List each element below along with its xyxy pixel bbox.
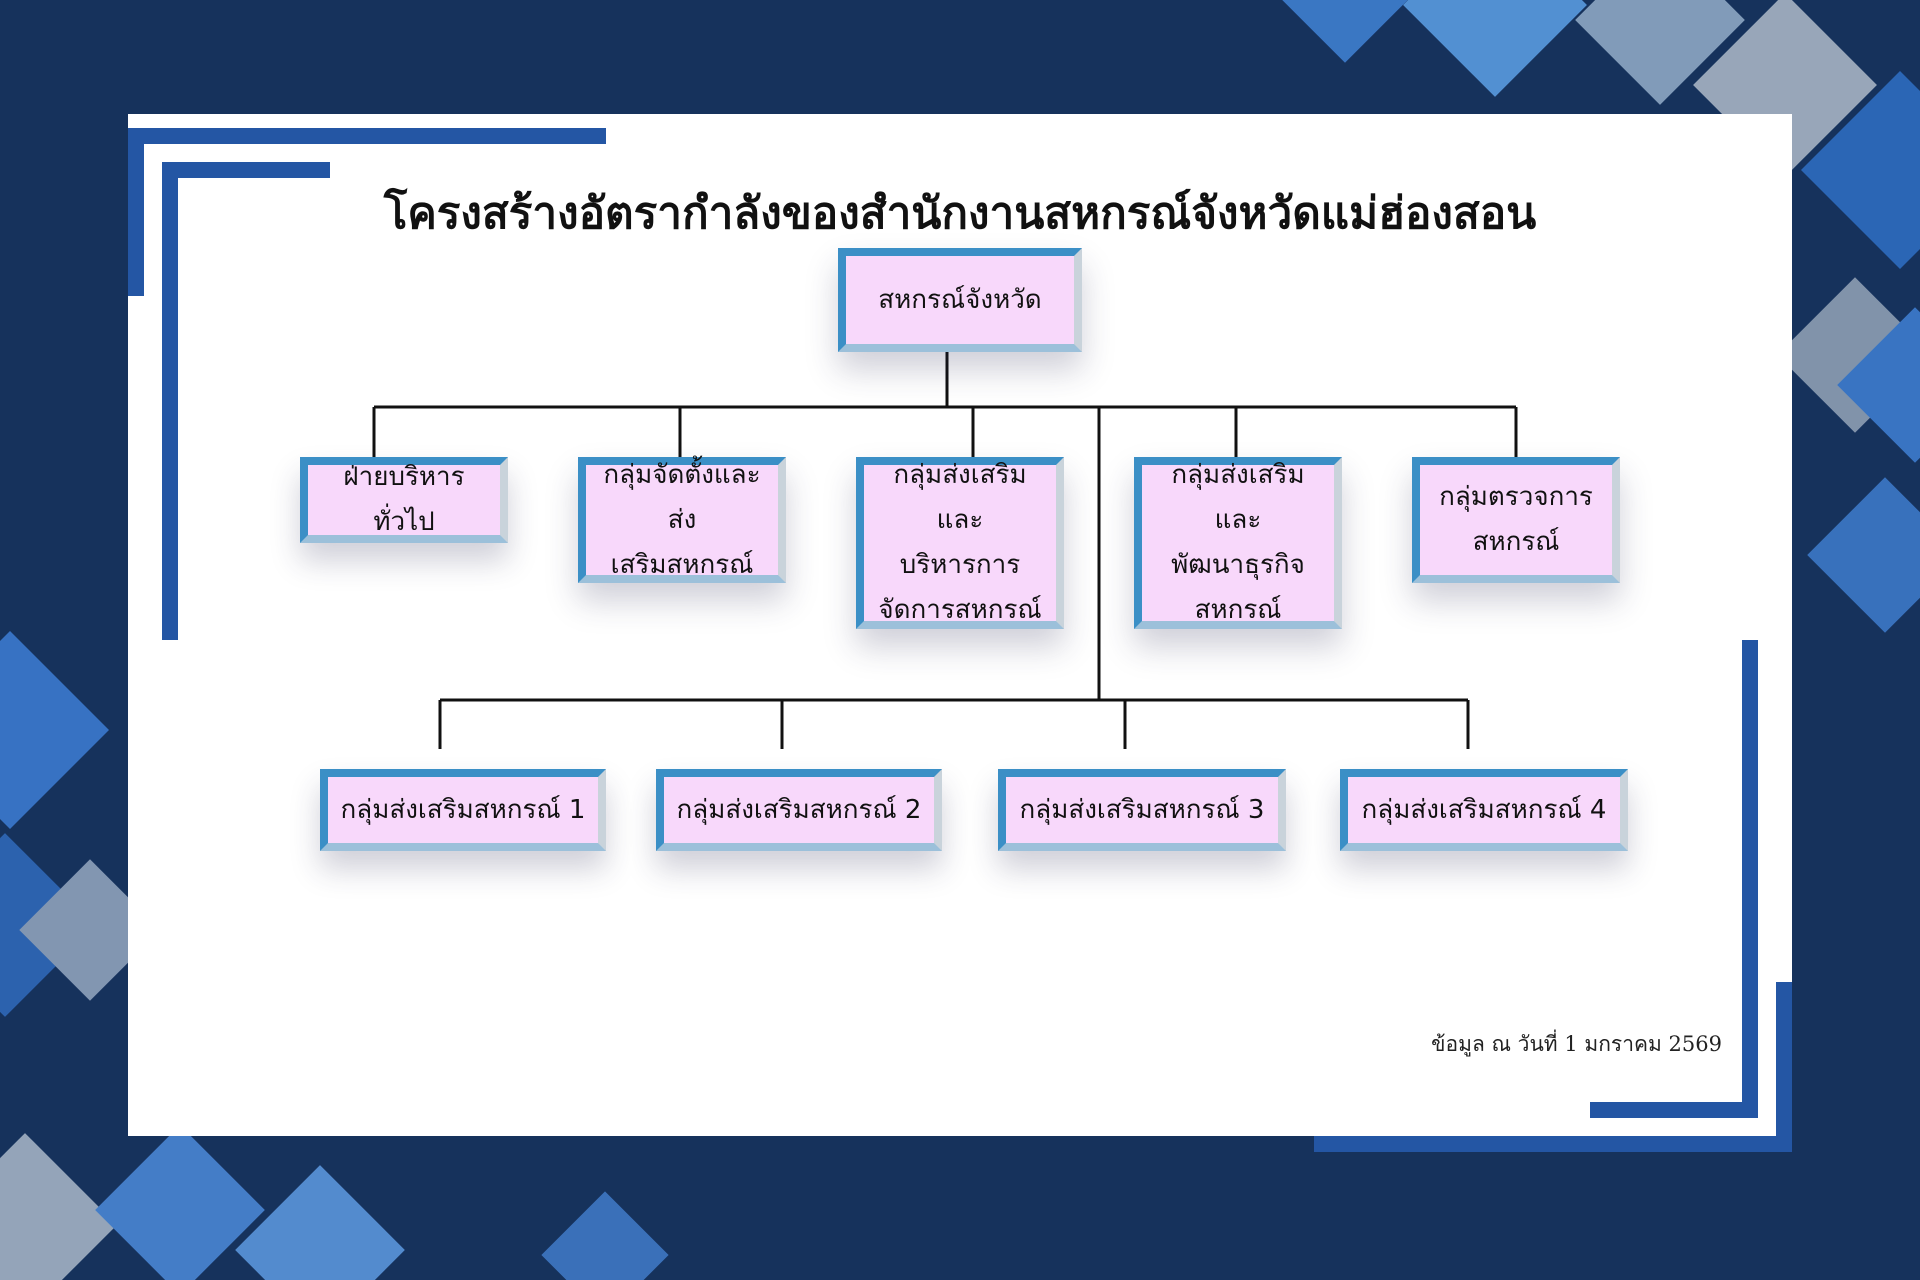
org-box-subgroup-label: กลุ่มส่งเสริมสหกรณ์ 3	[1019, 794, 1265, 825]
accent-bar-bottom	[1314, 1136, 1792, 1152]
accent-bar-left-outer	[128, 128, 144, 296]
org-box-subgroup-label: กลุ่มส่งเสริมสหกรณ์ 1	[340, 794, 586, 825]
org-box-label-line: บริหารการ	[899, 550, 1021, 580]
org-box-label-line: กลุ่มส่งเสริมและ	[893, 460, 1027, 535]
accent-bar-bottom-inner	[1590, 1102, 1758, 1118]
accent-bar-top	[128, 128, 606, 144]
accent-bar-left-inner	[162, 162, 178, 640]
org-box-subgroup-1: กลุ่มส่งเสริมสหกรณ์ 1	[320, 769, 606, 851]
org-box-label-line: สหกรณ์	[1194, 595, 1282, 625]
org-box-subgroup-label: กลุ่มส่งเสริมสหกรณ์ 4	[1361, 794, 1607, 825]
org-box-group-5: กลุ่มตรวจการ สหกรณ์	[1412, 457, 1620, 583]
org-box-label-line: พัฒนาธุรกิจ	[1171, 550, 1305, 580]
accent-bar-right-outer	[1776, 982, 1792, 1152]
org-box-group-4: กลุ่มส่งเสริมและ พัฒนาธุรกิจ สหกรณ์	[1134, 457, 1342, 629]
org-box-label-line: ฝ่ายบริหารทั่วไป	[343, 462, 465, 537]
accent-bar-top-inner	[162, 162, 330, 178]
org-box-subgroup-label: กลุ่มส่งเสริมสหกรณ์ 2	[676, 794, 922, 825]
org-box-group-1: ฝ่ายบริหารทั่วไป	[300, 457, 508, 543]
org-box-label-line: จัดการสหกรณ์	[878, 595, 1042, 625]
org-box-subgroup-3: กลุ่มส่งเสริมสหกรณ์ 3	[998, 769, 1286, 851]
data-date-note: ข้อมูล ณ วันที่ 1 มกราคม 2569	[1431, 1032, 1722, 1056]
org-box-root: สหกรณ์จังหวัด	[838, 248, 1082, 352]
org-box-group-3: กลุ่มส่งเสริมและ บริหารการ จัดการสหกรณ์	[856, 457, 1064, 629]
org-box-subgroup-4: กลุ่มส่งเสริมสหกรณ์ 4	[1340, 769, 1628, 851]
chart-title: โครงสร้างอัตรากำลังของสำนักงานสหกรณ์จังห…	[383, 188, 1537, 239]
org-box-label-line: กลุ่มจัดตั้งและส่ง	[603, 459, 761, 535]
org-box-group-2: กลุ่มจัดตั้งและส่ง เสริมสหกรณ์	[578, 457, 786, 583]
org-box-subgroup-2: กลุ่มส่งเสริมสหกรณ์ 2	[656, 769, 942, 851]
org-box-root-label: สหกรณ์จังหวัด	[878, 284, 1042, 315]
org-box-label-line: เสริมสหกรณ์	[610, 549, 754, 580]
org-box-label-line: กลุ่มส่งเสริมและ	[1171, 460, 1305, 535]
accent-bar-right-inner	[1742, 640, 1758, 1118]
org-box-label-line: กลุ่มตรวจการ	[1439, 482, 1593, 512]
org-box-label-line: สหกรณ์	[1472, 527, 1560, 557]
